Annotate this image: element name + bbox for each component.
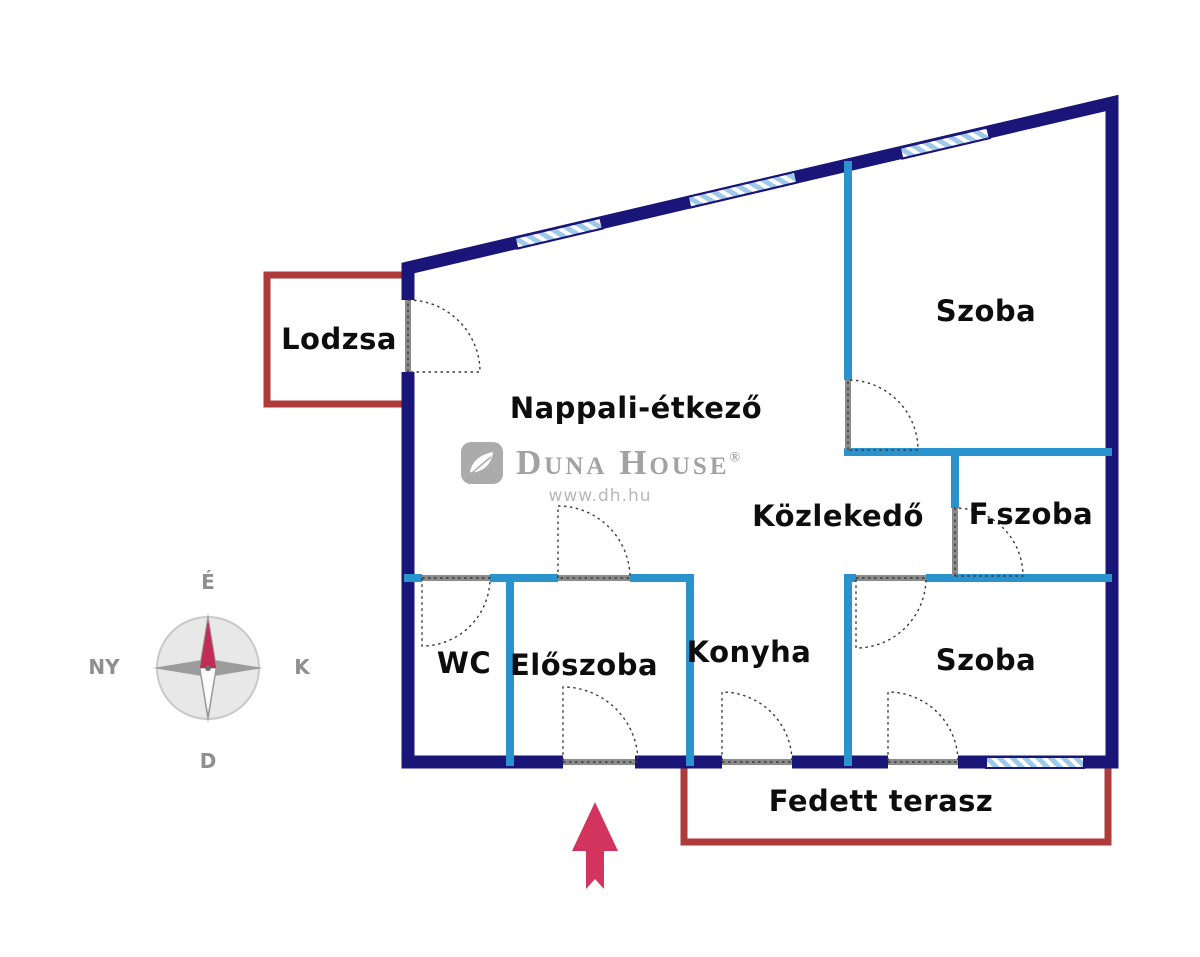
covered-terrace-outline [680, 766, 1112, 846]
door-swing-arc [407, 299, 481, 373]
brand-watermark: Duna House® www.dh.hu [450, 441, 750, 506]
room-label-eloszoba: Előszoba [509, 648, 659, 682]
compass-label-north: É [201, 570, 215, 594]
door-openings [401, 300, 958, 769]
website-url: www.dh.hu [548, 486, 652, 506]
door-swing-arc [887, 691, 959, 763]
compass-label-south: D [199, 749, 217, 773]
door-swing-arc [855, 577, 927, 649]
room-label-f-szoba: F.szoba [968, 497, 1094, 531]
brand-name-text: Duna House [516, 443, 730, 482]
door-swing-arcs [407, 299, 1024, 763]
brand-row: Duna House® [450, 441, 750, 485]
outer-walls [401, 94, 1119, 769]
compass-label-east: K [294, 655, 310, 679]
room-label-szoba-top: Szoba [935, 294, 1037, 328]
room-label-kozlekedo: Közlekedő [752, 499, 924, 533]
interior-walls [404, 161, 1112, 766]
room-label-konyha: Konyha [686, 635, 812, 669]
door-swing-arc [557, 505, 631, 579]
room-label-wc: WC [436, 646, 492, 680]
room-label-fedett-terasz: Fedett terasz [768, 784, 994, 818]
door-swing-arc [421, 577, 491, 647]
compass-label-west: NY [88, 655, 120, 679]
window [985, 755, 1085, 769]
room-label-lodzsa: Lodzsa [281, 322, 397, 356]
compass-center-dot [205, 665, 211, 671]
door-swing-arc [721, 691, 793, 763]
outer-wall-polygon [401, 94, 1119, 769]
room-label-nappali-etkezo: Nappali-étkező [509, 391, 763, 425]
compass-needle-north [200, 620, 216, 668]
leaf-logo-icon [461, 442, 504, 484]
brand-name: Duna House® [516, 443, 740, 483]
registered-mark: ® [729, 450, 740, 466]
room-label-szoba-bottom: Szoba [935, 643, 1037, 677]
loggia-outline [263, 271, 412, 408]
outdoor-outlines [263, 271, 1112, 846]
door-swing-arc [847, 379, 919, 451]
door-swing-arc [954, 507, 1024, 577]
door-swing-arc [562, 686, 639, 763]
entrance-arrow-icon [572, 802, 618, 889]
compass-icon [153, 613, 263, 723]
